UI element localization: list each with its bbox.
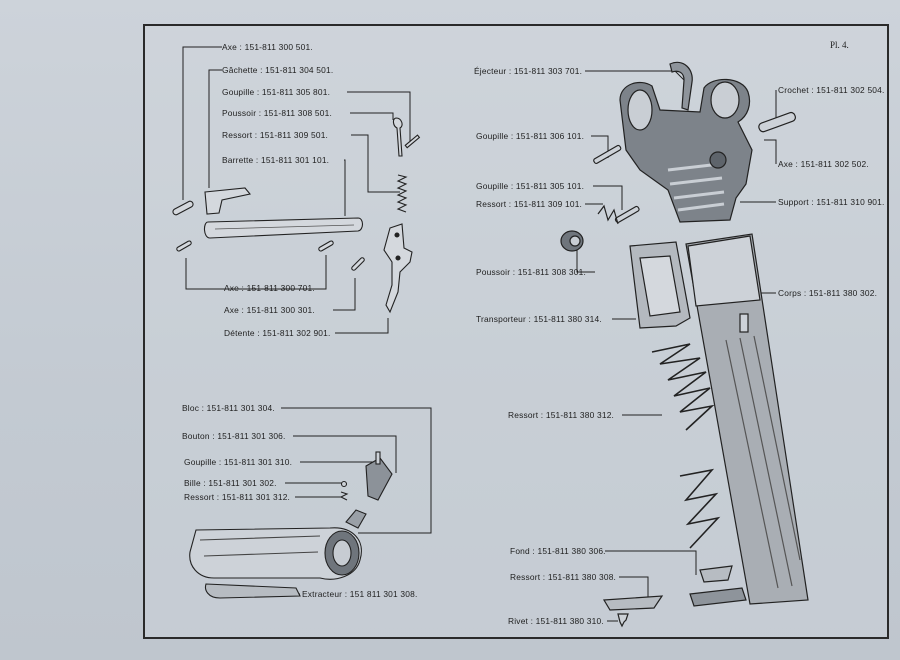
label-ejecteur: Éjecteur : 151-811 303 701. (474, 66, 583, 76)
leader-poussoir-501 (350, 112, 394, 120)
leader-barrette (344, 159, 346, 216)
ressort-380-312-lower (679, 468, 721, 549)
label-corps: Corps : 151-811 380 302. (778, 288, 878, 298)
fond-plate (689, 587, 747, 607)
label-poussoir-301: Poussoir : 151-811 308 301. (476, 267, 587, 277)
label-bloc: Bloc : 151-811 301 304. (182, 403, 275, 413)
label-transporteur: Transporteur : 151-811 380 314. (476, 314, 602, 324)
leader-goupille-305-101 (593, 185, 623, 210)
label-axe-501: Axe : 151-811 300 501. (222, 42, 313, 52)
label-rivet: Rivet : 151-811 380 310. (508, 616, 604, 626)
label-goupille-310: Goupille : 151-811 301 310. (184, 457, 293, 467)
leader-ressort-380-308 (619, 576, 649, 598)
ejecteur-part (669, 61, 693, 111)
label-crochet: Crochet : 151-811 302 504. (778, 85, 885, 95)
goupille-801-pin (404, 134, 421, 149)
leader-axe-501 (182, 46, 222, 200)
ressort-309-101-spring (597, 204, 619, 225)
label-ressort-380-308: Ressort : 151-811 380 308. (510, 572, 617, 582)
label-axe-502: Axe : 151-811 302 502. (778, 159, 869, 169)
label-bille: Bille : 151-811 301 302. (184, 478, 277, 488)
leader-bloc (281, 407, 432, 534)
poussoir-501-part (392, 117, 403, 157)
plate-number: Pl. 4. (830, 40, 849, 50)
detente-trigger (383, 223, 413, 314)
ressort-380-312-spring (651, 343, 715, 431)
support-screw (709, 151, 727, 169)
leader-fond (605, 550, 697, 575)
goupille-305-101-pin (614, 205, 640, 223)
leader-axe-301 (333, 278, 356, 311)
label-ressort-380-312: Ressort : 151-811 380 312. (508, 410, 615, 420)
goupille-310-pin (375, 451, 381, 465)
ressort-380-308-plate (602, 595, 664, 611)
label-axe-301: Axe : 151-811 300 301. (224, 305, 315, 315)
leader-ressort-501 (351, 134, 400, 193)
ressort-380-308-small (699, 565, 733, 583)
ressort-312-spring (339, 491, 349, 501)
label-axe-701: Axe : 151-811 300 701. (224, 283, 315, 293)
label-goupille-101: Goupille : 151-811 306 101. (476, 131, 585, 141)
label-ressort-312: Ressort : 151-811 301 312. (184, 492, 291, 502)
gachette-part (204, 187, 252, 215)
label-poussoir-501: Poussoir : 151-811 308 501. (222, 108, 333, 118)
label-bouton: Bouton : 151-811 301 306. (182, 431, 286, 441)
axe-301-pin (351, 257, 365, 271)
label-goupille-801: Goupille : 151-811 305 801. (222, 87, 331, 97)
extracteur-part (204, 583, 301, 599)
label-detente: Détente : 151-811 302 901. (224, 328, 331, 338)
label-support: Support : 151-811 310 901. (778, 197, 885, 207)
leader-axe-502 (764, 139, 777, 164)
axe-701-pin-a (176, 240, 192, 252)
label-extracteur: Extracteur : 151 811 301 308. (302, 589, 418, 599)
rivet-part (617, 613, 629, 628)
leader-axe-701 (185, 255, 327, 290)
bloc-top-spring (345, 509, 367, 529)
barrette-bar (203, 217, 364, 239)
leader-poussoir-301 (576, 246, 595, 273)
leader-bouton (293, 435, 397, 473)
corps-magazine (685, 233, 809, 605)
label-goupille-305-101: Goupille : 151-811 305 101. (476, 181, 585, 191)
label-ressort-309-101: Ressort : 151-811 309 101. (476, 199, 583, 209)
axe-701-pin-b (318, 240, 334, 252)
ressort-501-spring (396, 174, 408, 213)
label-gachette: Gâchette : 151-811 304 501. (222, 65, 334, 75)
crochet-part (758, 111, 796, 133)
bille-ball (340, 480, 348, 488)
label-ressort-501: Ressort : 151-811 309 501. (222, 130, 329, 140)
axe-501-pin (172, 200, 194, 216)
label-fond: Fond : 151-811 380 306. (510, 546, 606, 556)
leader-gachette (208, 69, 222, 188)
leader-goupille-801 (347, 91, 411, 143)
leader-detente (335, 318, 389, 334)
goupille-101-pin (593, 144, 622, 164)
label-barrette: Barrette : 151-811 301 101. (222, 155, 330, 165)
